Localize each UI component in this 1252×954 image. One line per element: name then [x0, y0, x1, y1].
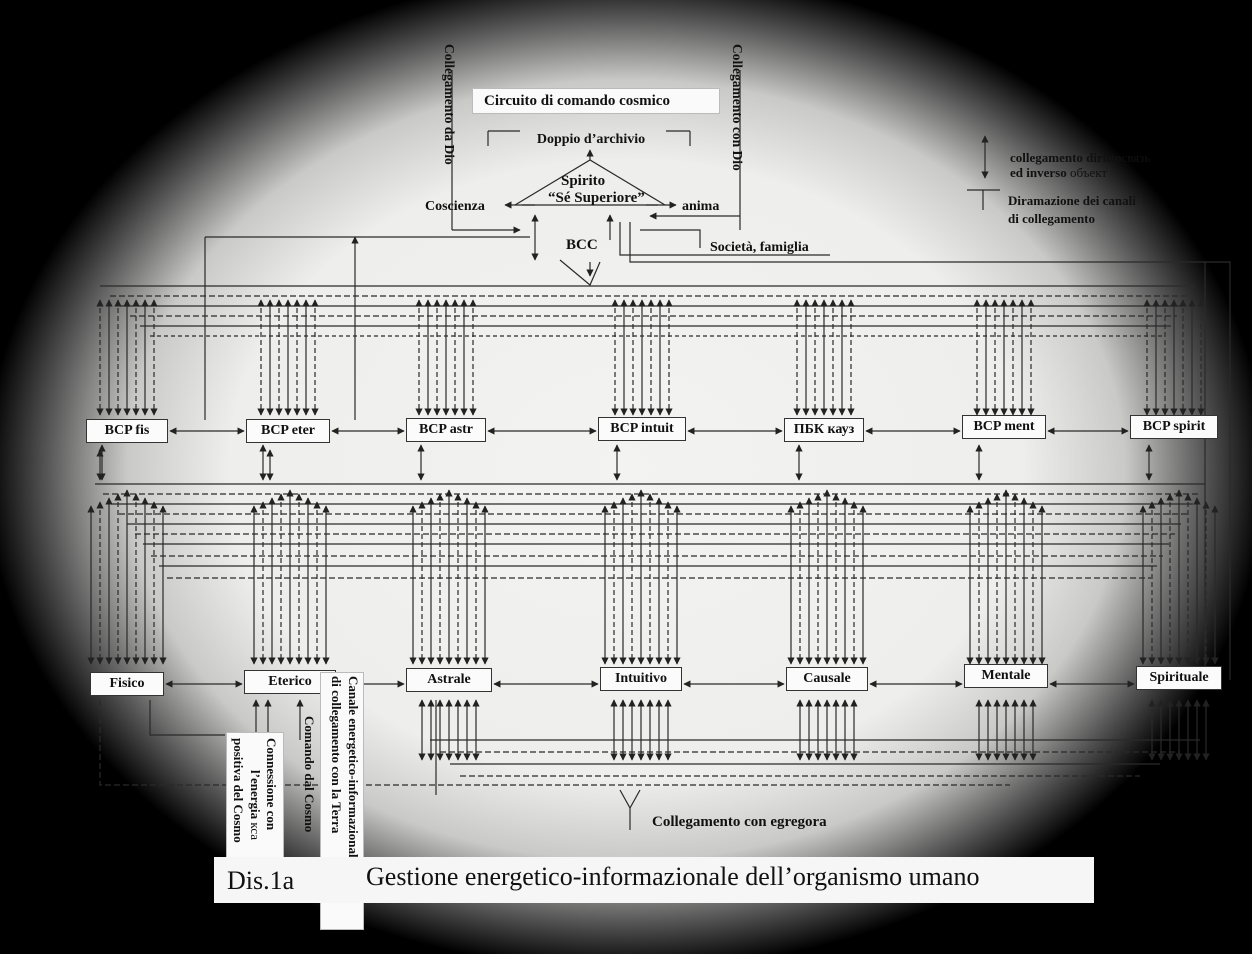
- connessione-text-ru: кса: [248, 822, 263, 841]
- wire-219: [619, 789, 641, 810]
- wire-19: [619, 222, 830, 256]
- bcp-box-6: BCP ment: [962, 415, 1046, 439]
- bcc-label: BCC: [566, 237, 598, 253]
- with-god-label: Collegamento con Dio: [730, 44, 745, 171]
- bcp-box-3: BCP astr: [406, 418, 486, 442]
- legend-line1: collegamento dirittoсвязь: [1010, 151, 1150, 164]
- spirit-label-line1: Spirito: [561, 173, 606, 189]
- wire-20: [629, 222, 1231, 680]
- wire-214: [149, 700, 225, 736]
- connessione-text-2: l’energia: [248, 770, 263, 820]
- egregora-label: Collegamento con egregora: [652, 814, 827, 830]
- bcp-box-7: BCP spirit: [1130, 415, 1218, 439]
- circuit-label: Circuito di comando cosmico: [484, 93, 670, 109]
- caption-title: Gestione energetico-informazionale dell’…: [366, 862, 980, 891]
- legend-text-2: ed inverso: [1010, 165, 1067, 180]
- body-box-3: Astrale: [406, 668, 492, 692]
- legend-text-1: collegamento diritto: [1010, 150, 1122, 165]
- body-box-6: Mentale: [964, 664, 1048, 688]
- bcp-box-1: BCP fis: [86, 419, 168, 443]
- canale-label-line2: di collegamento con la Terra: [329, 676, 344, 834]
- wire-213: [99, 700, 1010, 786]
- wire-18: [640, 229, 701, 248]
- coscienza-label: Coscienza: [425, 199, 485, 214]
- bcp-box-2: BCP eter: [246, 419, 330, 443]
- body-box-1: Fisico: [90, 672, 164, 696]
- legend-line2: ed inverso объект: [1010, 166, 1107, 179]
- connessione-line3: positiva del Cosmo: [231, 738, 246, 843]
- legend-text-1-ru: связь: [1121, 150, 1151, 165]
- from-god-label: Collegamento da Dio: [442, 44, 457, 165]
- anima-label: anima: [682, 199, 720, 214]
- archive-box: Doppio d’archivio: [492, 129, 690, 151]
- connessione-strip: [226, 732, 284, 862]
- connessione-line2: l’energia кса: [248, 770, 263, 841]
- comando-label: Comando dal Cosmo: [302, 716, 317, 833]
- canale-label-line1: Canale energetico-informazionale: [346, 676, 361, 864]
- legend-line4: di collegamento: [1008, 211, 1096, 226]
- archive-label: Doppio d’archivio: [536, 132, 646, 147]
- wire-16: [559, 259, 601, 286]
- legend-line3: Diramazione dei canali: [1008, 193, 1136, 208]
- circuit-strip: [472, 88, 720, 114]
- body-box-7: Spirituale: [1136, 666, 1222, 690]
- bcp-box-4: BCP intuit: [598, 417, 686, 441]
- legend-text-2-ru: объект: [1069, 165, 1108, 180]
- bcp-box-5: ПБК кауз: [784, 418, 864, 442]
- connessione-line1: Connessione con: [264, 738, 279, 831]
- caption-strip: [214, 857, 1094, 903]
- body-box-5: Causale: [786, 667, 868, 691]
- body-box-4: Intuitivo: [600, 667, 682, 691]
- societa-label: Società, famiglia: [710, 240, 809, 255]
- caption-number: Dis.1a: [227, 866, 295, 895]
- spirit-label-line2: “Sé Superiore”: [548, 190, 645, 206]
